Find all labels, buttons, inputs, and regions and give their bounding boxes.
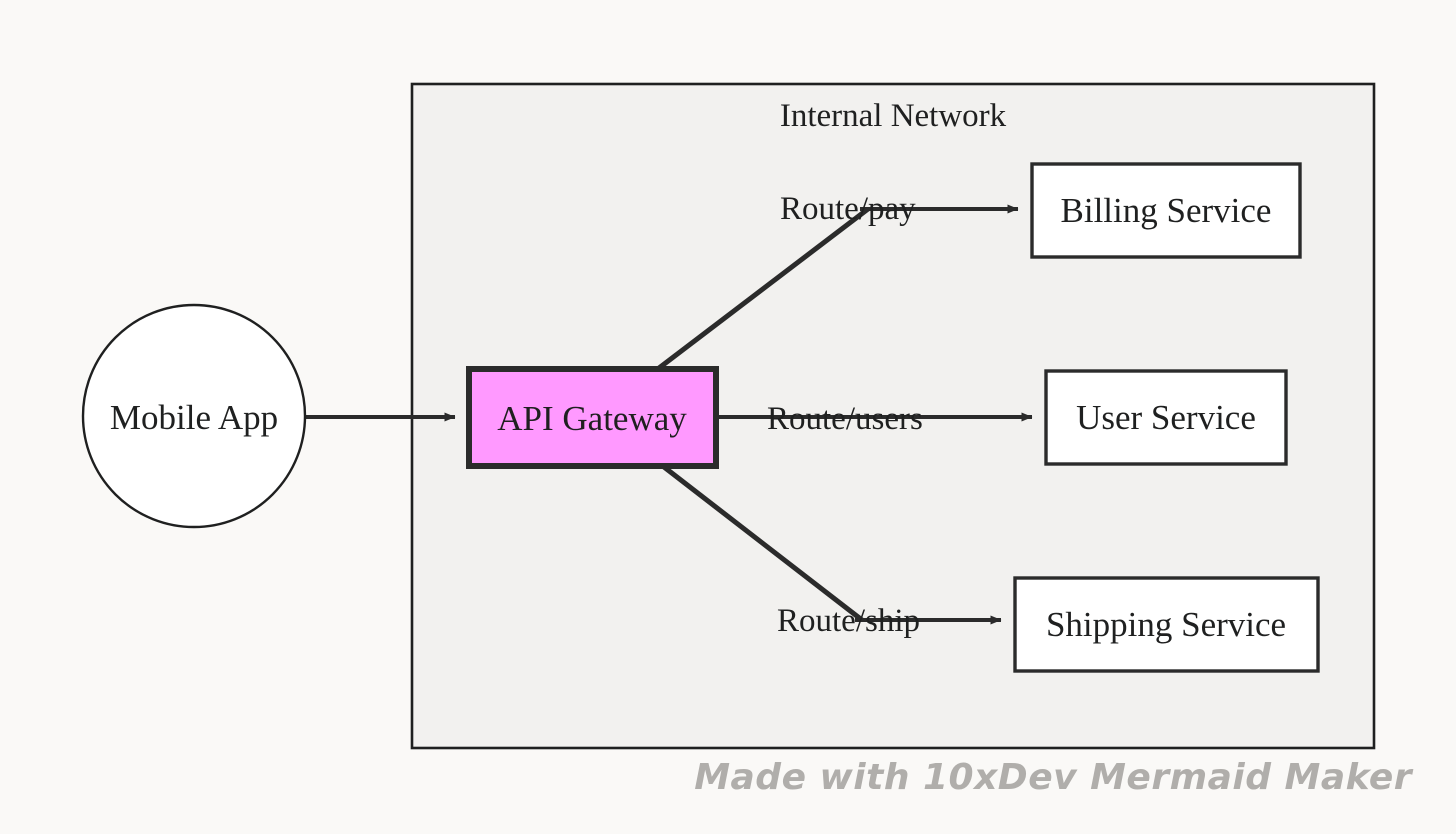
- node-shipping-service[interactable]: Shipping Service: [1013, 576, 1320, 673]
- node-label-api-gateway: API Gateway: [497, 399, 687, 438]
- node-label-mobile-app: Mobile App: [110, 398, 278, 437]
- node-label-user-service: User Service: [1076, 398, 1256, 437]
- edge-label-route-ship: Route/ship: [777, 603, 920, 639]
- edge-label-route-pay: Route/pay: [780, 191, 916, 227]
- node-user-service[interactable]: User Service: [1044, 369, 1288, 466]
- node-mobile-app[interactable]: Mobile App: [81, 303, 307, 529]
- watermark-label: Made with 10xDev Mermaid Maker: [694, 757, 1414, 798]
- edge-label-route-users: Route/users: [767, 401, 923, 437]
- edge-gateway-to-billing: [657, 204, 1019, 370]
- node-billing-service[interactable]: Billing Service: [1030, 162, 1302, 259]
- node-shape-circle[interactable]: [81, 303, 307, 529]
- node-shape-rect[interactable]: [1030, 162, 1302, 259]
- node-shape-rect[interactable]: [466, 366, 719, 469]
- node-api-gateway[interactable]: API Gateway: [466, 366, 719, 469]
- edge-gateway-to-shipping: [662, 465, 1002, 625]
- edge-line-diagonal: [662, 465, 864, 622]
- node-label-shipping-service: Shipping Service: [1046, 605, 1286, 644]
- node-shape-rect[interactable]: [1044, 369, 1288, 466]
- subgraph-title: Internal Network: [780, 98, 1007, 134]
- edge-line-diagonal: [657, 207, 870, 370]
- node-label-billing-service: Billing Service: [1061, 191, 1272, 230]
- node-shape-rect[interactable]: [1013, 576, 1320, 673]
